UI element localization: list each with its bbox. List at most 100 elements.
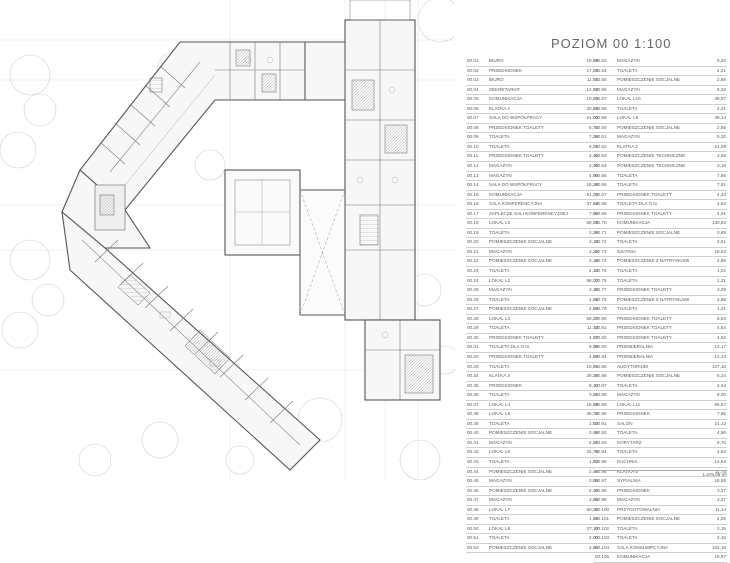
room-number: 00.90	[595, 411, 607, 417]
room-name: POMIESZCZENIE SOCJALNE	[617, 77, 681, 83]
room-number: 00.20	[467, 239, 479, 245]
room-area: 20,94	[586, 105, 599, 111]
room-name: TOALETA	[489, 268, 510, 274]
room-name: MAGAZYN	[489, 497, 512, 503]
room-name: KORYTARZ	[617, 439, 642, 445]
room-number: 00.14	[467, 182, 479, 188]
room-name: TOALETA DLA O.N.	[489, 344, 530, 350]
room-number: 00.86	[595, 373, 607, 379]
room-number: 00.27	[467, 306, 479, 312]
room-number: 00.29	[467, 325, 479, 331]
room-name: TOALETA	[489, 535, 510, 541]
room-number: 00.34	[467, 373, 479, 379]
room-number: 00.02	[467, 67, 479, 73]
room-number: 00.102	[595, 525, 610, 531]
room-name: TOALETA	[489, 134, 510, 140]
room-area: 8,70	[717, 439, 726, 445]
room-area: 2,51	[717, 239, 726, 245]
room-area: 3,37	[717, 497, 726, 503]
room-area: 1,22	[717, 268, 726, 274]
annex-southeast	[364, 319, 441, 401]
room-area: 127,16	[711, 363, 726, 369]
room-number: 00.12	[467, 163, 479, 169]
room-name: LOKAL L7	[489, 506, 511, 512]
room-name: SALA DO WSPÓŁPRACY	[489, 115, 543, 121]
room-name: POMIESZCZENIE TECHNICZNE	[617, 153, 686, 159]
room-area: 2,55	[589, 306, 598, 312]
room-number: 00.44	[467, 468, 479, 474]
room-area: 11,75	[714, 468, 726, 474]
room-area: 4,97	[589, 334, 598, 340]
room-area: 5,32	[717, 86, 726, 92]
room-name: MAGAZYN	[617, 86, 640, 92]
room-name: POMIESZCZENIE Z NATRYSKAMI	[617, 258, 690, 264]
room-area: 1,83	[589, 420, 598, 426]
room-area: 6,54	[717, 315, 726, 321]
room-number: 00.94	[595, 449, 607, 455]
room-name: KLATKA 2	[617, 143, 638, 149]
room-number: 00.70	[595, 220, 607, 226]
room-area: 18,53	[586, 96, 599, 102]
room-name: PRZYGOTOWALNIA	[617, 506, 661, 512]
wing-west	[61, 169, 152, 249]
room-name: TOALETA	[617, 105, 638, 111]
room-area: 2,91	[589, 439, 598, 445]
room-row: 00.93 KORYTARZ 8,70	[594, 439, 727, 449]
room-number: 00.21	[467, 248, 479, 254]
room-number: 00.51	[467, 535, 479, 541]
room-name: PRZEDSIONEK TOALETY	[617, 287, 672, 293]
room-name: PRZEBIERALNIA	[617, 344, 654, 350]
room-area: 35,74	[586, 411, 599, 417]
room-name: TOALETA	[617, 268, 638, 274]
room-name: TOALETA	[489, 325, 510, 331]
room-area: 5,24	[717, 373, 726, 379]
room-name: TOALETA	[617, 182, 638, 188]
room-name: LOKAL L6	[489, 411, 511, 417]
room-area: 3,14	[589, 258, 598, 264]
wing-southwest	[61, 210, 321, 471]
room-number: 00.93	[595, 439, 607, 445]
room-area: 2,21	[717, 105, 726, 111]
room-name: LOKAL L4	[489, 401, 511, 407]
room-number: 00.58	[595, 105, 607, 111]
room-name: PRZEDSIONEK TOALETY	[617, 334, 672, 340]
room-area: 5,32	[717, 134, 726, 140]
room-area: 15,97	[714, 554, 727, 560]
room-number: 00.24	[467, 277, 479, 283]
room-name: POMIESZCZENIE SOCJALNE	[489, 468, 553, 474]
room-number: 00.23	[467, 268, 479, 274]
room-name: TOALETA	[617, 430, 638, 436]
room-area: 4,59	[589, 353, 598, 359]
room-row: 00.86 POMIESZCZENIE SOCJALNE 5,24	[594, 372, 727, 382]
room-area: 3,14	[589, 239, 598, 245]
room-number: 00.26	[467, 296, 479, 302]
room-name: PRZEDSIONEK	[489, 67, 522, 73]
room-name: POMIESZCZENIE SOCJALNE	[617, 373, 681, 379]
